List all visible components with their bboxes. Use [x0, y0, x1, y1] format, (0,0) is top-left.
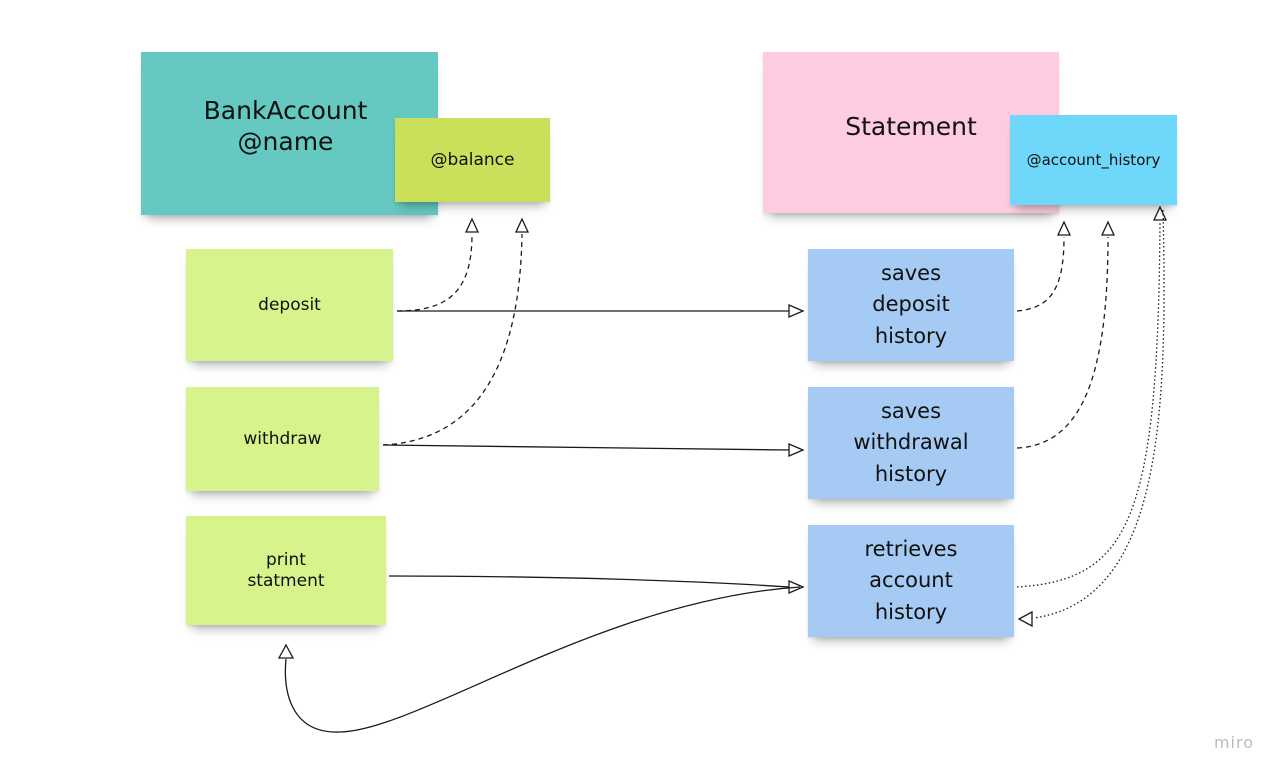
sticky-print-statement[interactable]: print statment: [186, 516, 386, 625]
saves-deposit-label: saves deposit history: [872, 260, 950, 348]
connector-deposit-to-balance[interactable]: [396, 233, 473, 312]
connector-withdraw-to-balance[interactable]: [382, 233, 523, 446]
sticky-saves-deposit-history[interactable]: saves deposit history: [808, 249, 1014, 361]
arrowhead-history-1: [1056, 220, 1072, 236]
miro-watermark: miro: [1213, 733, 1254, 752]
arrowhead-balance-1: [464, 217, 480, 233]
deposit-label: deposit: [258, 294, 321, 315]
bank-account-label: BankAccount @name: [203, 96, 368, 156]
statement-label: Statement: [845, 112, 977, 141]
connector-print-to-retrieves[interactable]: [388, 575, 790, 588]
arrowhead-saves-withdrawal: [788, 443, 805, 457]
sticky-account-history[interactable]: @account_history: [1010, 115, 1177, 205]
connector-saves-deposit-to-history[interactable]: [1016, 236, 1065, 312]
connector-saves-withdrawal-to-history[interactable]: [1016, 236, 1109, 449]
arrowhead-balance-2: [514, 217, 530, 233]
retrieves-history-label: retrieves account history: [864, 536, 958, 624]
arrowhead-saves-deposit: [788, 304, 805, 318]
connector-retrieves-to-history[interactable]: [1016, 221, 1161, 588]
account-history-label: @account_history: [1026, 150, 1161, 169]
sticky-saves-withdrawal-history[interactable]: saves withdrawal history: [808, 387, 1014, 499]
sticky-statement[interactable]: Statement: [763, 52, 1059, 213]
sticky-balance[interactable]: @balance: [395, 118, 550, 202]
arrowhead-retrieves-dotted: [1017, 610, 1033, 628]
print-statement-label: print statment: [247, 549, 325, 591]
sticky-withdraw[interactable]: withdraw: [186, 387, 379, 491]
connector-retrieves-to-print[interactable]: [284, 586, 801, 733]
arrowhead-history-2: [1100, 220, 1116, 236]
sticky-bank-account[interactable]: BankAccount @name: [141, 52, 438, 215]
arrowhead-print-statement: [277, 643, 295, 659]
withdraw-label: withdraw: [243, 428, 322, 449]
saves-withdrawal-label: saves withdrawal history: [853, 398, 969, 486]
connector-history-to-retrieves[interactable]: [1033, 209, 1165, 619]
sticky-retrieves-account-history[interactable]: retrieves account history: [808, 525, 1014, 637]
balance-label: @balance: [430, 149, 515, 170]
sticky-deposit[interactable]: deposit: [186, 249, 393, 361]
arrowhead-history-3: [1152, 205, 1168, 221]
connector-withdraw-to-saves-withdrawal[interactable]: [382, 444, 790, 451]
